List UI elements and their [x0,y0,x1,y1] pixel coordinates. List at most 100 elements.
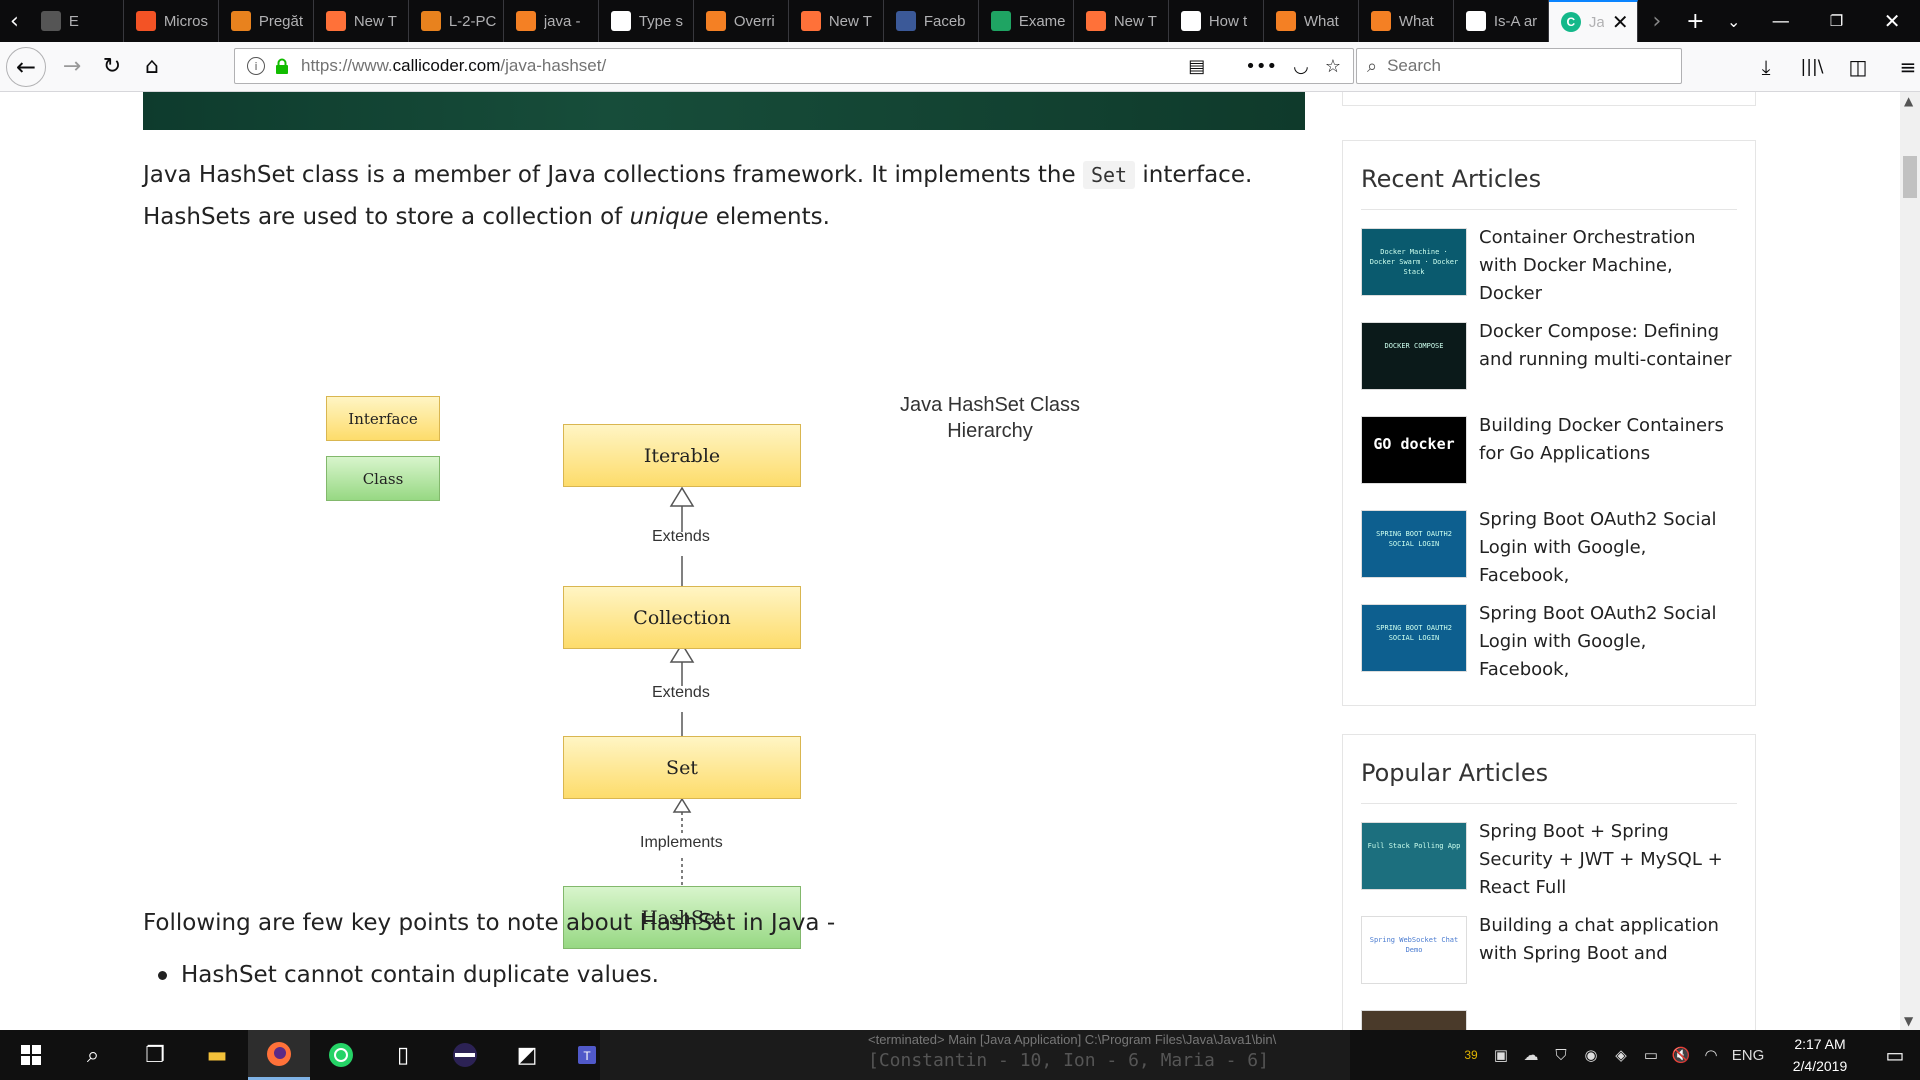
tab-2[interactable]: Pregăt [219,0,314,42]
reload-button[interactable]: ↻ [102,54,122,79]
security-tray-icon[interactable]: ⛉ [1555,1046,1567,1064]
page-scrollbar[interactable]: ▲ ▼ [1900,92,1920,1030]
stackoverflow-icon [1275,11,1296,31]
url-text[interactable]: https://www.callicoder.com/java-hashset/ [301,56,607,75]
scrollbar-thumb[interactable] [1903,156,1917,198]
article-title-link[interactable]: Building a chat application with Spring … [1479,915,1719,964]
wifi-icon[interactable]: ◠ [1704,1047,1718,1064]
puzzle-icon [1465,11,1486,31]
facebook-icon [895,11,916,31]
photos-icon[interactable]: ◩ [516,1042,538,1068]
article-thumbnail[interactable]: DOCKER COMPOSE [1361,322,1467,390]
battery-icon[interactable]: ▭ [1643,1047,1659,1064]
system-tray: 39 ▣ ☁ ⛉ ◉ ◈ ▭ 🔇 ◠ ENG 2:17 AM 2/4/2019 … [1456,1030,1920,1080]
language-indicator[interactable]: ENG [1731,1046,1765,1064]
url-bar[interactable]: i https://www.callicoder.com/java-hashse… [234,48,1354,84]
pocket-icon[interactable]: ◡ [1293,55,1309,77]
site-info-icon[interactable]: i [247,57,265,75]
tab-4[interactable]: L-2-PC [409,0,504,42]
article-thumbnail[interactable]: Docker Machine · Docker Swarm · Docker S… [1361,228,1467,296]
lock-icon[interactable] [275,58,289,74]
tab-14[interactable]: What [1359,0,1454,42]
tab-scroll-right-icon[interactable]: › [1652,8,1662,34]
tab-15[interactable]: Is-A ar [1454,0,1549,42]
tab-7[interactable]: Overri [694,0,789,42]
article-title-link[interactable]: Spring Boot + Spring Security + JWT + My… [1479,821,1723,898]
article-title-link[interactable]: Container Orchestration with Docker Mach… [1479,227,1696,304]
list-item[interactable] [1343,992,1755,1030]
library-icon[interactable]: |||\ [1800,57,1824,77]
new-tab-icon[interactable]: + [1686,8,1705,34]
tab-0[interactable]: E [29,0,124,42]
tab-12[interactable]: How t [1169,0,1264,42]
menu-icon[interactable]: ≡ [1899,55,1917,79]
reader-view-icon[interactable]: ▤ [1188,55,1206,77]
scroll-up-icon[interactable]: ▲ [1904,94,1914,108]
minimize-icon[interactable]: — [1771,10,1790,32]
tab-6[interactable]: Type s [599,0,694,42]
back-button[interactable]: ← [6,46,46,87]
article-thumbnail[interactable] [1361,1010,1467,1030]
tab-10[interactable]: Exame [979,0,1074,42]
keypoints-list: HashSet cannot contain duplicate values. [158,962,659,988]
article-thumbnail[interactable]: GO docker [1361,416,1467,484]
list-all-tabs-icon[interactable]: ⌄ [1726,11,1741,31]
article-title-link[interactable]: Spring Boot OAuth2 Social Login with Goo… [1479,509,1717,586]
tab-9[interactable]: Faceb [884,0,979,42]
restore-icon[interactable]: ❐ [1829,12,1844,30]
article-title-link[interactable]: Building Docker Containers for Go Applic… [1479,415,1724,464]
close-window-icon[interactable]: ✕ [1883,9,1901,33]
tab-11[interactable]: New T [1074,0,1169,42]
generic-tab-icon [40,11,61,31]
vpn-tray-icon[interactable]: ◈ [1615,1047,1627,1064]
tab-5[interactable]: java - [504,0,599,42]
clock[interactable]: 2:17 AM 2/4/2019 [1792,1036,1848,1074]
extends-label-2: Extends [652,684,710,701]
forward-button[interactable]: → [62,54,82,79]
home-button[interactable]: ⌂ [145,54,159,79]
page-actions-icon[interactable]: ••• [1245,55,1278,77]
scroll-down-icon[interactable]: ▼ [1904,1014,1914,1028]
bookmark-star-icon[interactable]: ☆ [1324,55,1341,77]
article-thumbnail[interactable]: Spring WebSocket Chat Demo [1361,916,1467,984]
article-thumbnail[interactable]: Full Stack Polling App [1361,822,1467,890]
sidebar-toggle-icon[interactable]: ◫ [1848,55,1868,79]
tray-badge[interactable]: 39 [1464,1048,1478,1062]
article-title-link[interactable]: Spring Boot OAuth2 Social Login with Goo… [1479,603,1717,680]
article-title-link[interactable]: Docker Compose: Defining and running mul… [1479,321,1732,370]
article-thumbnail[interactable]: SPRING BOOT OAUTH2 SOCIAL LOGIN [1361,510,1467,578]
keypoints-heading: Following are few key points to note abo… [143,910,836,936]
task-view-icon[interactable]: ❐ [145,1042,165,1068]
cloud-tray-icon[interactable]: ☁ [1523,1047,1539,1064]
whatsapp-icon[interactable] [310,1030,372,1080]
tab-8[interactable]: New T [789,0,884,42]
tab-scroll-left-icon[interactable]: ‹ [10,8,19,34]
volume-muted-icon[interactable]: 🔇 [1671,1047,1691,1064]
article-thumbnail[interactable]: SPRING BOOT OAUTH2 SOCIAL LOGIN [1361,604,1467,672]
eclipse-icon[interactable] [434,1030,496,1080]
teams-icon[interactable]: T [558,1030,620,1080]
tab-1[interactable]: Micros [124,0,219,42]
intro-paragraph: Java HashSet class is a member of Java c… [143,161,1253,230]
app-tray-icon[interactable]: ◉ [1584,1047,1598,1064]
notification-center-icon[interactable]: ▭ [1885,1044,1905,1067]
file-explorer-icon[interactable]: ▬ [206,1042,228,1068]
search-bar[interactable]: ⌕ Search [1356,48,1682,84]
tab-active[interactable]: C Jav ✕ [1548,0,1638,42]
tab-13[interactable]: What [1264,0,1359,42]
firefox-taskbar-icon[interactable] [248,1030,310,1080]
windows-start-icon[interactable] [0,1030,62,1080]
teams-tray-icon[interactable]: ▣ [1493,1047,1509,1064]
notepad-icon[interactable]: ▯ [396,1042,410,1068]
tab-3[interactable]: New T [314,0,409,42]
downloads-icon[interactable]: ⤓ [1761,55,1771,79]
search-icon[interactable]: ⌕ [86,1042,100,1068]
list-item[interactable]: Docker Machine · Docker Swarm · Docker S… [1343,210,1755,304]
close-tab-icon[interactable]: ✕ [1611,11,1629,34]
